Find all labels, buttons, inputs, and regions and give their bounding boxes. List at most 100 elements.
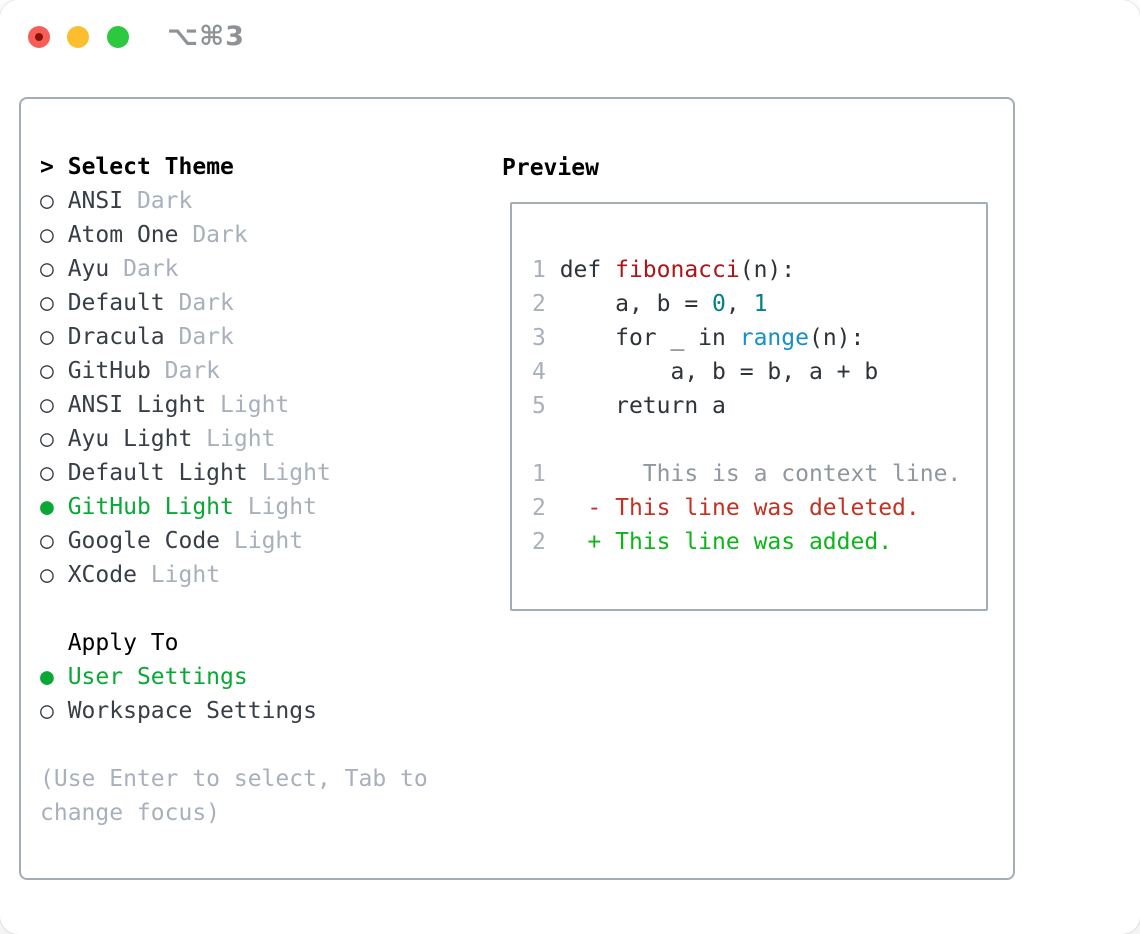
line-number: 1	[532, 257, 560, 283]
maximize-button[interactable]	[107, 26, 129, 48]
theme-name: Google Code	[67, 528, 221, 554]
theme-name: ANSI	[67, 188, 124, 214]
theme-name: Ayu Light	[67, 426, 193, 452]
apply-option-user-settings[interactable]: ● User Settings	[40, 660, 428, 694]
line-number: 2	[532, 291, 560, 317]
theme-option-xcode[interactable]: ○ XCode Light	[40, 558, 428, 592]
radio-icon: ○	[40, 324, 68, 350]
radio-icon: ○	[40, 188, 68, 214]
select-theme-header: > Select Theme	[40, 150, 428, 184]
theme-variant: Light	[192, 426, 276, 452]
code-segment: + This line was added.	[559, 529, 893, 555]
theme-option-ansi-light[interactable]: ○ ANSI Light Light	[40, 388, 428, 422]
theme-option-default-light[interactable]: ○ Default Light Light	[40, 456, 428, 490]
apply-option-label: Workspace Settings	[67, 698, 317, 724]
theme-name: ANSI Light	[67, 392, 207, 418]
close-button[interactable]	[28, 26, 50, 48]
code-line: 2 a, b = 0, 1	[532, 287, 986, 321]
radio-selected-icon: ●	[40, 664, 68, 690]
line-number: 3	[532, 325, 560, 351]
code-segment: 0	[712, 291, 726, 317]
theme-variant: Light	[136, 562, 221, 588]
theme-name: XCode	[67, 562, 137, 588]
radio-icon: ○	[40, 562, 68, 588]
theme-variant: Dark	[178, 222, 248, 248]
line-number: 2	[532, 529, 560, 555]
code-segment: (n):	[808, 325, 865, 351]
theme-variant: Dark	[150, 358, 221, 384]
theme-name: Ayu	[67, 256, 110, 282]
code-segment: This is a context line.	[559, 461, 962, 487]
theme-option-github[interactable]: ○ GitHub Dark	[40, 354, 428, 388]
code-segment: (n):	[739, 257, 796, 283]
theme-option-ansi[interactable]: ○ ANSI Dark	[40, 184, 428, 218]
theme-name: GitHub Light	[67, 494, 234, 520]
apply-to-header: Apply To	[67, 630, 179, 656]
preview-header: Preview	[502, 155, 599, 181]
code-line: 4 a, b = b, a + b	[532, 355, 986, 389]
code-segment: a, b = b, a + b	[559, 359, 879, 385]
code-line: 5 return a	[532, 389, 986, 423]
code-segment: return a	[559, 393, 726, 419]
apply-option-label: User Settings	[67, 664, 248, 690]
theme-option-dracula[interactable]: ○ Dracula Dark	[40, 320, 428, 354]
left-column: > Select Theme ○ ANSI Dark○ Atom One Dar…	[40, 150, 428, 830]
theme-variant: Dark	[123, 188, 193, 214]
theme-option-ayu[interactable]: ○ Ayu Dark	[40, 252, 428, 286]
radio-icon: ○	[40, 460, 68, 486]
theme-name: Dracula	[67, 324, 165, 350]
line-number: 2	[532, 495, 560, 521]
radio-icon: ○	[40, 290, 68, 316]
line-number: 5	[532, 393, 560, 419]
theme-name: Default	[67, 290, 165, 316]
code-line: 2 - This line was deleted.	[532, 491, 986, 525]
select-theme-header-label: Select Theme	[67, 154, 234, 180]
spacer	[40, 728, 428, 762]
code-segment: def	[559, 257, 616, 283]
minimize-button[interactable]	[67, 26, 89, 48]
theme-variant: Light	[247, 460, 331, 486]
line-number: 1	[532, 461, 560, 487]
theme-variant: Light	[233, 494, 317, 520]
code-segment: range	[739, 325, 809, 351]
radio-selected-icon: ●	[40, 494, 68, 520]
theme-option-google-code[interactable]: ○ Google Code Light	[40, 524, 428, 558]
radio-icon: ○	[40, 256, 68, 282]
code-line: 1 def fibonacci(n):	[532, 253, 986, 287]
theme-menu-list: ○ ANSI Dark○ Atom One Dark○ Ayu Dark○ De…	[40, 184, 428, 592]
theme-name: GitHub	[67, 358, 151, 384]
spacer	[40, 592, 428, 626]
code-segment: - This line was deleted.	[559, 495, 920, 521]
apply-to-list: ● User Settings○ Workspace Settings	[40, 660, 428, 728]
theme-option-default[interactable]: ○ Default Dark	[40, 286, 428, 320]
radio-icon: ○	[40, 426, 68, 452]
theme-picker-panel: > Select Theme ○ ANSI Dark○ Atom One Dar…	[19, 97, 1015, 880]
apply-option-workspace-settings[interactable]: ○ Workspace Settings	[40, 694, 428, 728]
theme-name: Atom One	[67, 222, 179, 248]
code-line: 1 This is a context line.	[532, 457, 986, 491]
code-segment: ,	[725, 291, 754, 317]
hint-line-1: (Use Enter to select, Tab to	[40, 766, 428, 792]
radio-icon: ○	[40, 528, 68, 554]
code-line: 3 for _ in range(n):	[532, 321, 986, 355]
code-segment: fibonacci	[615, 257, 740, 283]
theme-variant: Dark	[109, 256, 179, 282]
theme-option-ayu-light[interactable]: ○ Ayu Light Light	[40, 422, 428, 456]
code-line	[532, 423, 986, 457]
cursor-icon: >	[40, 154, 54, 180]
code-segment: 1	[753, 291, 768, 317]
radio-icon: ○	[40, 222, 68, 248]
radio-icon: ○	[40, 392, 68, 418]
line-number: 4	[532, 359, 560, 385]
radio-icon: ○	[40, 698, 68, 724]
hint-line-2: change focus)	[40, 800, 221, 826]
code-segment: a, b =	[559, 291, 713, 317]
theme-name: Default Light	[67, 460, 248, 486]
theme-option-atom-one[interactable]: ○ Atom One Dark	[40, 218, 428, 252]
theme-variant: Light	[206, 392, 290, 418]
code-segment: for _ in	[559, 325, 740, 351]
theme-option-github-light[interactable]: ● GitHub Light Light	[40, 490, 428, 524]
theme-variant: Light	[220, 528, 304, 554]
